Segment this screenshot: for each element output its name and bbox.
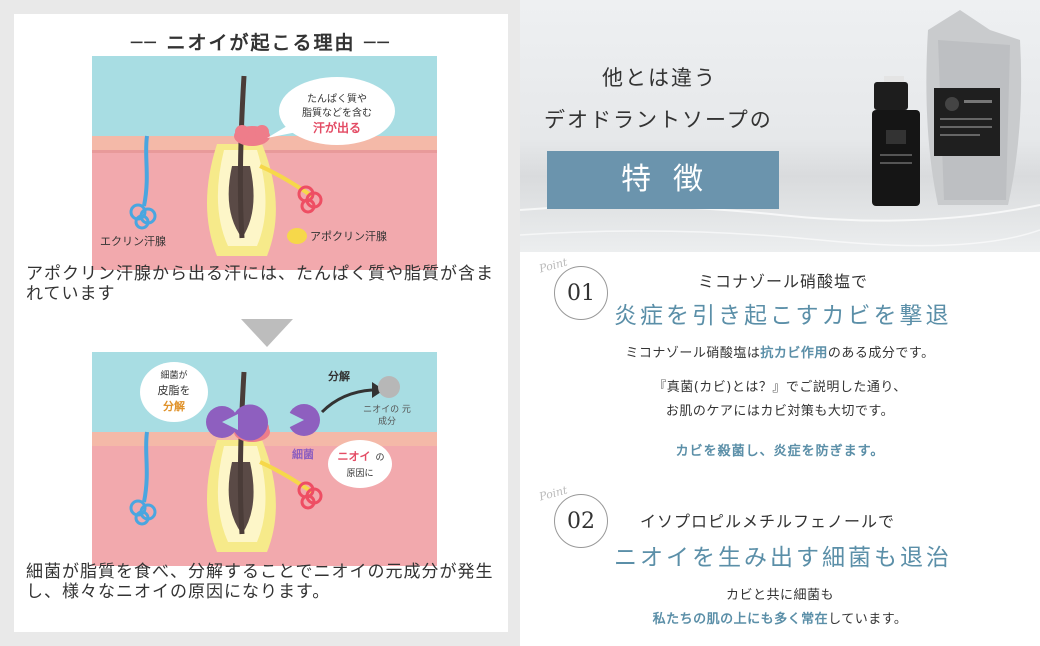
left-panel: ── ニオイが起こる理由 ── (0, 0, 520, 646)
label-decompose: 分解 (328, 369, 350, 383)
label-apocrine: アポクリン汗腺 (310, 229, 387, 243)
point-01-text-3: お肌のケアにはカビ対策も大切です。 (665, 404, 895, 419)
text-segment: しています。 (828, 612, 908, 627)
point-01-text-2: 『真菌(カビ)とは？』でご説明した通り、 (653, 380, 907, 395)
bubble3-line-2: 原因に (346, 468, 373, 479)
point-01-subtitle: ミコナゾール硝酸塩で (698, 272, 869, 291)
bubble2-line-2: 皮脂を (158, 383, 191, 397)
point-01-text-1: ミコナゾール硝酸塩は抗カビ作用のある成分です。 (520, 342, 1040, 361)
label-eccrine: エクリン汗腺 (100, 234, 166, 248)
section-title: ── ニオイが起こる理由 ── (131, 32, 391, 54)
sweat-gland-diagram: たんぱく質や 脂質などを含む 汗が出る エクリン汗腺 アポクリン汗腺 (92, 56, 437, 270)
hero-banner: 他とは違う デオドラントソープの 特徴 (520, 0, 1040, 252)
text-segment: のある成分です。 (827, 346, 935, 361)
point-02-subtitle: イソプロピルメチルフェノールで (640, 512, 896, 531)
left-card: ── ニオイが起こる理由 ── (14, 14, 508, 632)
text-segment: ミコナゾール硝酸塩は (625, 346, 761, 361)
bacteria-diagram: 細菌が 皮脂を 分解 分解 ニオイの 元 成分 細菌 ニオイ の 原因に (92, 352, 437, 566)
point-02-text-1: カビと共に細菌も (725, 588, 834, 603)
point-number: 02 (567, 509, 595, 534)
feature-label-box: 特徴 (547, 151, 779, 209)
point-02-text-2: 私たちの肌の上にも多く常在しています。 (520, 608, 1040, 627)
label-odor-source-1: ニオイの 元 (363, 404, 411, 415)
point-01-headline: 炎症を引き起こすカビを撃退 (614, 303, 952, 329)
hero-title-line-2: デオドラントソープの (544, 108, 773, 132)
bubble-line-1: たんぱく質や (307, 92, 367, 105)
bubble-line-2: 脂質などを含む (302, 106, 372, 119)
label-odor-source-2: 成分 (378, 415, 396, 427)
point-02-headline: ニオイを生み出す細菌も退治 (614, 545, 952, 571)
text-highlight: 抗カビ作用 (760, 346, 828, 361)
label-bacteria: 細菌 (292, 447, 314, 461)
point-word: Point (537, 483, 569, 504)
hero-title-line-1: 他とは違う (602, 66, 717, 90)
point-01-emphasis: カビを殺菌し、炎症を防ぎます。 (675, 444, 885, 459)
bubble3-highlight: ニオイ (338, 450, 371, 463)
bubble2-highlight: 分解 (163, 399, 185, 413)
point-word: Point (537, 255, 569, 276)
bubble2-line-1: 細菌が (160, 369, 187, 381)
arrow-down-icon (241, 319, 293, 347)
text-highlight: 私たちの肌の上にも多く常在 (652, 612, 829, 627)
bubble3-line-1: の (375, 453, 384, 463)
caption-2: 細菌が脂質を食べ、分解することでニオイの元成分が発生し、様々なニオイの原因になり… (26, 562, 494, 602)
point-02-badge: Point 02 (538, 484, 608, 548)
caption-1: アポクリン汗腺から出る汗には、たんぱく質や脂質が含まれています (26, 264, 494, 304)
point-number: 01 (567, 281, 595, 306)
point-01-badge: Point 01 (538, 256, 608, 320)
bubble-highlight: 汗が出る (313, 120, 361, 135)
product-image (520, 10, 1040, 247)
